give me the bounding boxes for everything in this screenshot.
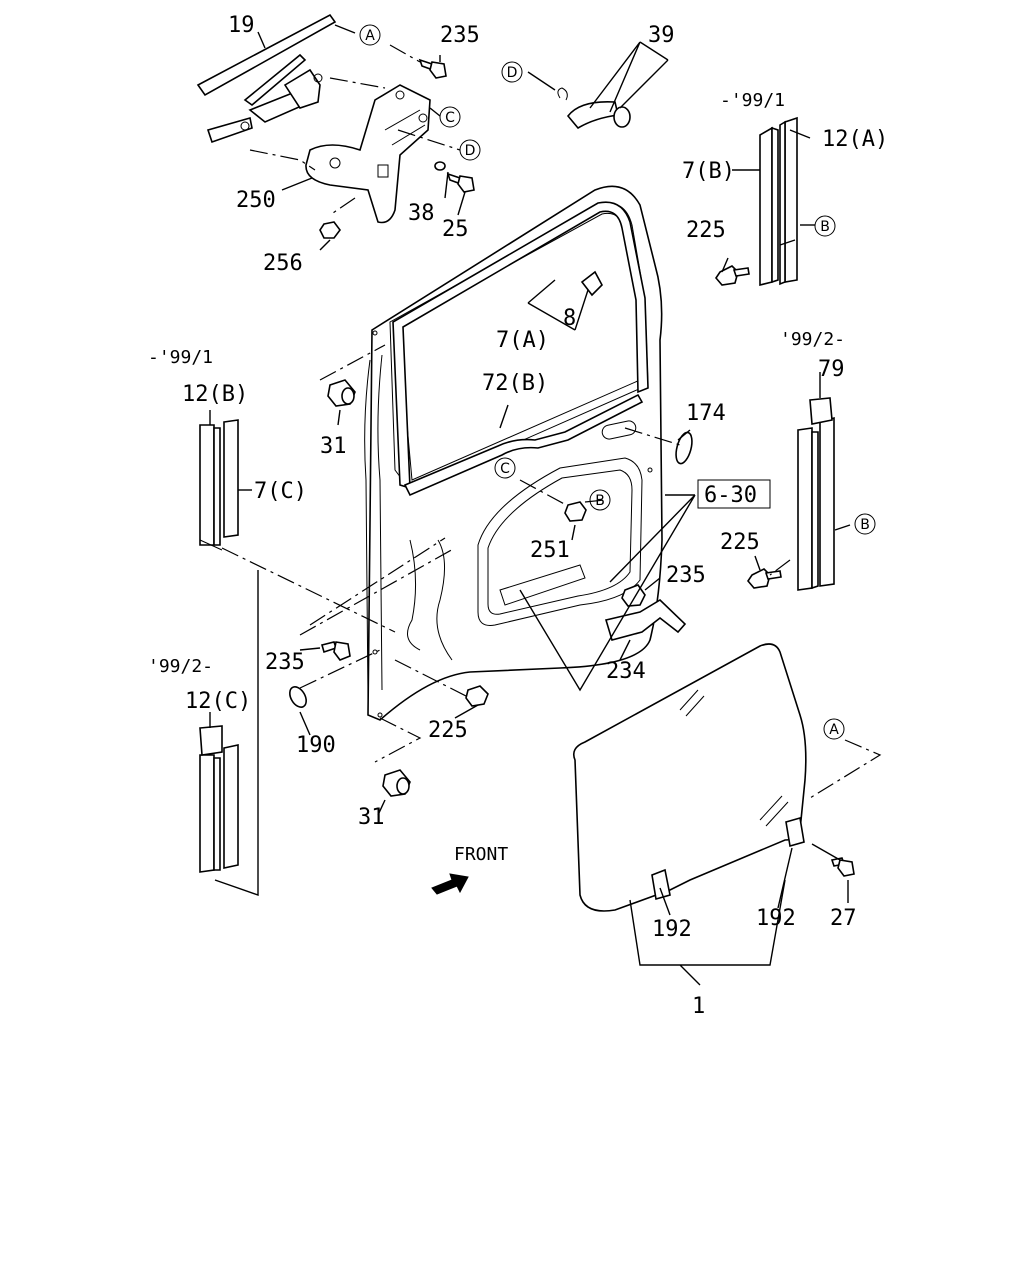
- weatherstrip-72b: [403, 393, 644, 497]
- label-6-30-box: [697, 479, 771, 509]
- label-235-right: 235: [666, 563, 706, 588]
- label-1: 1: [692, 994, 705, 1019]
- window-regulator: [196, 13, 337, 144]
- label-256: 256: [263, 251, 303, 276]
- label-25: 25: [442, 217, 469, 242]
- label-38: 38: [408, 201, 435, 226]
- svg-text:B: B: [820, 219, 830, 235]
- callout-a-top: A: [359, 24, 381, 46]
- bolt-235-top: [418, 58, 447, 79]
- callout-a-glass: A: [823, 718, 845, 740]
- channel-79: [797, 397, 835, 591]
- callout-c-door: C: [494, 457, 516, 479]
- label-235-top: 235: [440, 23, 480, 48]
- bumper-31-lower: [382, 769, 411, 797]
- label-31-lower: 31: [358, 805, 385, 830]
- plug-174: [675, 431, 693, 465]
- callout-b-lower-right: B: [854, 513, 876, 535]
- label-7b: 7(B): [682, 159, 735, 184]
- bolt-25: [446, 172, 475, 193]
- label-225-lower: 225: [428, 718, 468, 743]
- svg-text:B: B: [595, 493, 605, 509]
- label-234: 234: [606, 659, 646, 684]
- label-225-upper: 225: [686, 218, 726, 243]
- bumper-31-upper: [327, 379, 356, 407]
- bolt-27: [830, 857, 855, 877]
- bolt-225-right-mid: [746, 568, 782, 589]
- label-225-mid: 225: [720, 530, 760, 555]
- label-31-upper: 31: [320, 434, 347, 459]
- bolt-225-center: [465, 685, 489, 707]
- callout-d-top: D: [459, 139, 481, 161]
- clip-8: [580, 270, 603, 297]
- roller-39: [557, 87, 631, 130]
- svg-text:A: A: [365, 28, 375, 44]
- label-190: 190: [296, 733, 336, 758]
- callout-b-upper-right: B: [814, 215, 836, 237]
- front-label: FRONT: [454, 844, 508, 865]
- label-79: 79: [818, 357, 845, 382]
- label-72b: 72(B): [482, 371, 548, 396]
- nut-251: [564, 501, 587, 522]
- label-6-30: 6-30: [704, 483, 757, 508]
- label-12a: 12(A): [822, 127, 888, 152]
- bracket-234: [604, 598, 687, 641]
- plug-190: [289, 686, 307, 708]
- date-note-upper-left: -'99/1: [148, 347, 213, 368]
- bolt-235-left: [321, 641, 351, 661]
- svg-text:B: B: [860, 517, 870, 533]
- svg-text:D: D: [465, 143, 476, 159]
- label-251: 251: [530, 538, 570, 563]
- date-note-upper-right: -'99/1: [720, 90, 785, 111]
- svg-text:D: D: [507, 65, 518, 81]
- label-8: 8: [563, 306, 576, 331]
- label-39: 39: [648, 23, 675, 48]
- label-27: 27: [830, 906, 857, 931]
- channel-12c: [199, 725, 239, 873]
- regulator-bracket-250: [305, 84, 431, 224]
- washer-38: [434, 161, 446, 171]
- label-12c: 12(C): [185, 689, 251, 714]
- label-7c: 7(C): [254, 479, 307, 504]
- callout-b-door: B: [589, 489, 611, 511]
- label-174: 174: [686, 401, 726, 426]
- front-arrow-icon: [431, 873, 469, 895]
- label-19: 19: [228, 13, 255, 38]
- label-12b: 12(B): [182, 382, 248, 407]
- callout-c-top: C: [439, 106, 461, 128]
- door-glass-1: [572, 643, 807, 912]
- bolt-225-right-top: [714, 265, 750, 286]
- label-192-left: 192: [652, 917, 692, 942]
- label-192-right: 192: [756, 906, 796, 931]
- date-note-lower-left: '99/2-: [148, 656, 213, 677]
- leader-lines: [209, 24, 882, 986]
- date-note-lower-right: '99/2-: [780, 329, 845, 350]
- nut-256: [319, 221, 341, 239]
- glass-run-7a: [392, 201, 649, 490]
- channel-12a-7b: [759, 116, 798, 287]
- label-235-left: 235: [265, 650, 305, 675]
- svg-text:A: A: [829, 722, 839, 738]
- svg-text:C: C: [445, 110, 455, 126]
- label-250: 250: [236, 188, 276, 213]
- svg-text:C: C: [500, 461, 510, 477]
- label-7a: 7(A): [496, 328, 549, 353]
- callout-d-roller: D: [501, 61, 523, 83]
- channel-12b-7c: [199, 419, 239, 551]
